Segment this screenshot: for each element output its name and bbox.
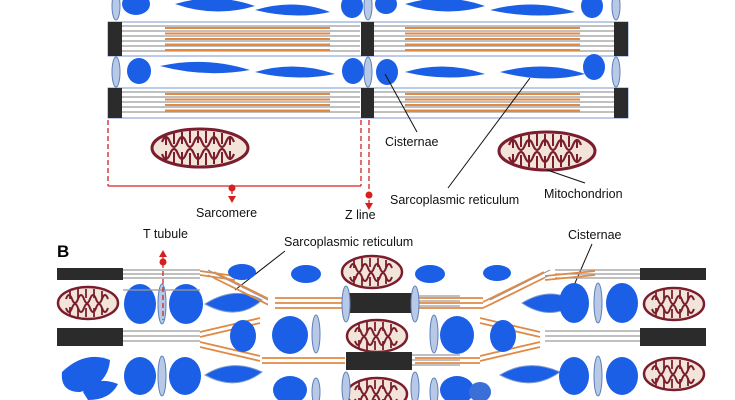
t-tubule-pointer (159, 250, 167, 320)
panel-b-sr-bundles-1 (123, 269, 551, 323)
panel-b-band-1 (57, 268, 706, 281)
sarcoplasmic-reticulum-a-label: Sarcoplasmic reticulum (390, 193, 519, 207)
z-line-pointer (365, 120, 373, 210)
mitochondrion-right (497, 130, 597, 172)
sarcomere-bracket (107, 120, 362, 203)
z-disc (57, 328, 123, 346)
sr-a-leader (447, 77, 531, 189)
z-line-label: Z line (345, 208, 376, 222)
mitochondrion (345, 318, 409, 354)
mitochondrion (345, 376, 409, 400)
panel-b: B T tubule Sarcoplasmic reticulum Cister… (56, 227, 706, 400)
panel-b-band-2 (57, 314, 706, 362)
z-disc (108, 22, 122, 56)
mitochondrion (340, 254, 404, 290)
mitochondrion-label: Mitochondrion (544, 187, 623, 201)
panel-b-organelle-row-1 (56, 254, 706, 325)
z-disc (614, 22, 628, 56)
panel-a-top-organelles (111, 0, 621, 21)
z-disc (614, 88, 628, 118)
cisternae-b-leader (571, 243, 593, 291)
panel-a-myofibril-1 (107, 21, 629, 57)
panel-b-organelle-row-3 (61, 355, 706, 400)
z-disc (108, 88, 122, 118)
panel-a-middle-organelles (111, 54, 621, 88)
z-disc (361, 88, 374, 118)
sarcomere-label: Sarcomere (196, 206, 257, 220)
mitochondrion (642, 356, 706, 392)
z-disc (361, 22, 374, 56)
mito-leader (546, 169, 586, 184)
mitochondrion-left (150, 127, 250, 169)
z-disc (346, 352, 412, 370)
cisternae-a-leader (384, 73, 418, 133)
t-tubule-label: T tubule (143, 227, 188, 241)
z-disc (346, 293, 412, 313)
sarcoplasmic-reticulum-b-label: Sarcoplasmic reticulum (284, 235, 413, 249)
mitochondrion (56, 285, 120, 321)
panel-a: Cisternae Sarcoplasmic reticulum Mitocho… (107, 0, 629, 222)
panel-a-myofibril-2 (107, 87, 629, 119)
panel-b-letter: B (57, 242, 69, 261)
panel-b-band-3 (262, 352, 480, 370)
sr-b-leader (234, 250, 286, 291)
cisternae-b-label: Cisternae (568, 228, 622, 242)
z-disc (640, 328, 706, 346)
cisternae-a-label: Cisternae (385, 135, 439, 149)
mitochondrion (642, 286, 706, 322)
